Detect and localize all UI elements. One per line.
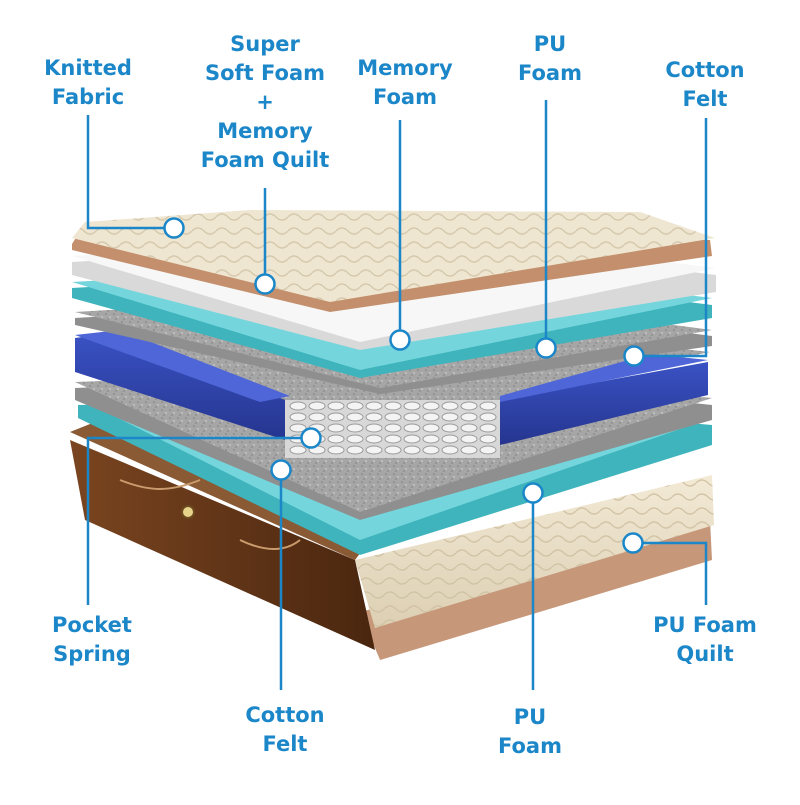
leader-pu-foam-top-marker	[535, 337, 557, 359]
spring-coil	[441, 401, 459, 411]
base-copper-bottom	[360, 520, 712, 660]
spring-coil	[479, 401, 497, 411]
spring-coil	[346, 445, 364, 455]
spring-coil	[365, 423, 383, 433]
spring-coil	[422, 401, 440, 411]
leader-pu-foam-quilt-marker	[622, 532, 644, 554]
spring-coil	[441, 412, 459, 422]
spring-coil	[479, 434, 497, 444]
spring-coil	[384, 445, 402, 455]
spring-coil	[346, 412, 364, 422]
spring-coil	[441, 434, 459, 444]
label-pu-foam-quilt: PU Foam Quilt	[653, 613, 757, 666]
spring-coil	[384, 401, 402, 411]
label-memory-foam: Memory Foam	[357, 56, 453, 109]
leader-lines	[86, 100, 708, 690]
spring-coil	[422, 445, 440, 455]
leader-super-soft-foam-marker	[254, 273, 276, 295]
leader-pocket-spring-marker	[300, 427, 322, 449]
leader-cotton-felt-bottom-marker	[270, 459, 292, 481]
label-cotton-felt-bottom: Cotton Felt	[245, 703, 325, 756]
spring-coil	[403, 423, 421, 433]
blue-foam-right-top	[500, 354, 708, 402]
spring-coil	[327, 423, 345, 433]
leader-memory-foam-marker	[389, 329, 411, 351]
spring-coil	[346, 401, 364, 411]
base-cream-pattern	[355, 475, 714, 628]
spring-coil	[422, 423, 440, 433]
label-pu-foam-bottom: PU Foam	[498, 705, 562, 758]
spring-coil	[289, 445, 307, 455]
spring-coil	[346, 423, 364, 433]
label-pocket-spring: Pocket Spring	[52, 613, 132, 666]
leader-pu-foam-quilt	[633, 541, 708, 605]
spring-coil	[422, 412, 440, 422]
spring-coil	[403, 434, 421, 444]
pocket-springs	[285, 400, 500, 458]
spring-coil	[403, 412, 421, 422]
knitted-fabric-layer	[72, 210, 715, 312]
coir-stitch-2	[239, 539, 301, 550]
spring-coil	[441, 423, 459, 433]
air-vent-icon	[181, 505, 195, 519]
blue-foam-left-side	[75, 332, 285, 440]
spring-coil	[308, 412, 326, 422]
spring-coil	[327, 434, 345, 444]
spring-coil	[441, 445, 459, 455]
coir-top-edge	[70, 420, 370, 560]
label-super-soft-foam: Super Soft Foam + Memory Foam Quilt	[200, 32, 330, 172]
spring-coil	[384, 434, 402, 444]
spring-coil	[460, 445, 478, 455]
spring-coil	[460, 412, 478, 422]
blue-foam-left-top	[75, 330, 290, 402]
label-pu-foam-top: PU Foam	[518, 32, 582, 85]
leader-cotton-felt-top-marker	[623, 345, 645, 367]
spring-coil	[479, 445, 497, 455]
spring-coil	[365, 412, 383, 422]
leader-knitted-fabric-marker	[163, 217, 185, 239]
coir-front-face	[70, 440, 375, 650]
spring-coil	[460, 401, 478, 411]
spring-coil	[403, 401, 421, 411]
spring-coil	[479, 423, 497, 433]
spring-coil	[308, 401, 326, 411]
spring-coil	[422, 434, 440, 444]
leader-pocket-spring	[86, 436, 311, 605]
leader-knitted-fabric	[86, 115, 174, 230]
spring-coil	[460, 434, 478, 444]
spring-coil	[479, 412, 497, 422]
leader-cotton-felt-top	[634, 118, 708, 358]
spring-coil	[346, 434, 364, 444]
spring-coil	[403, 445, 421, 455]
base-layer	[70, 420, 714, 660]
spring-coil	[289, 412, 307, 422]
spring-coil	[327, 412, 345, 422]
blue-foam-right-side	[500, 362, 708, 445]
spring-coil	[384, 412, 402, 422]
leader-pu-foam-bottom-marker	[522, 482, 544, 504]
spring-coil	[384, 423, 402, 433]
spring-coil	[289, 401, 307, 411]
spring-coil	[327, 445, 345, 455]
spring-coil	[365, 434, 383, 444]
spring-coil	[460, 423, 478, 433]
label-knitted-fabric: Knitted Fabric	[44, 56, 132, 109]
coir-stitch-1	[119, 479, 201, 490]
spring-coil	[365, 401, 383, 411]
spring-coil	[365, 445, 383, 455]
spring-coil	[327, 401, 345, 411]
spring-coil	[289, 423, 307, 433]
label-cotton-felt-top: Cotton Felt	[665, 58, 745, 111]
